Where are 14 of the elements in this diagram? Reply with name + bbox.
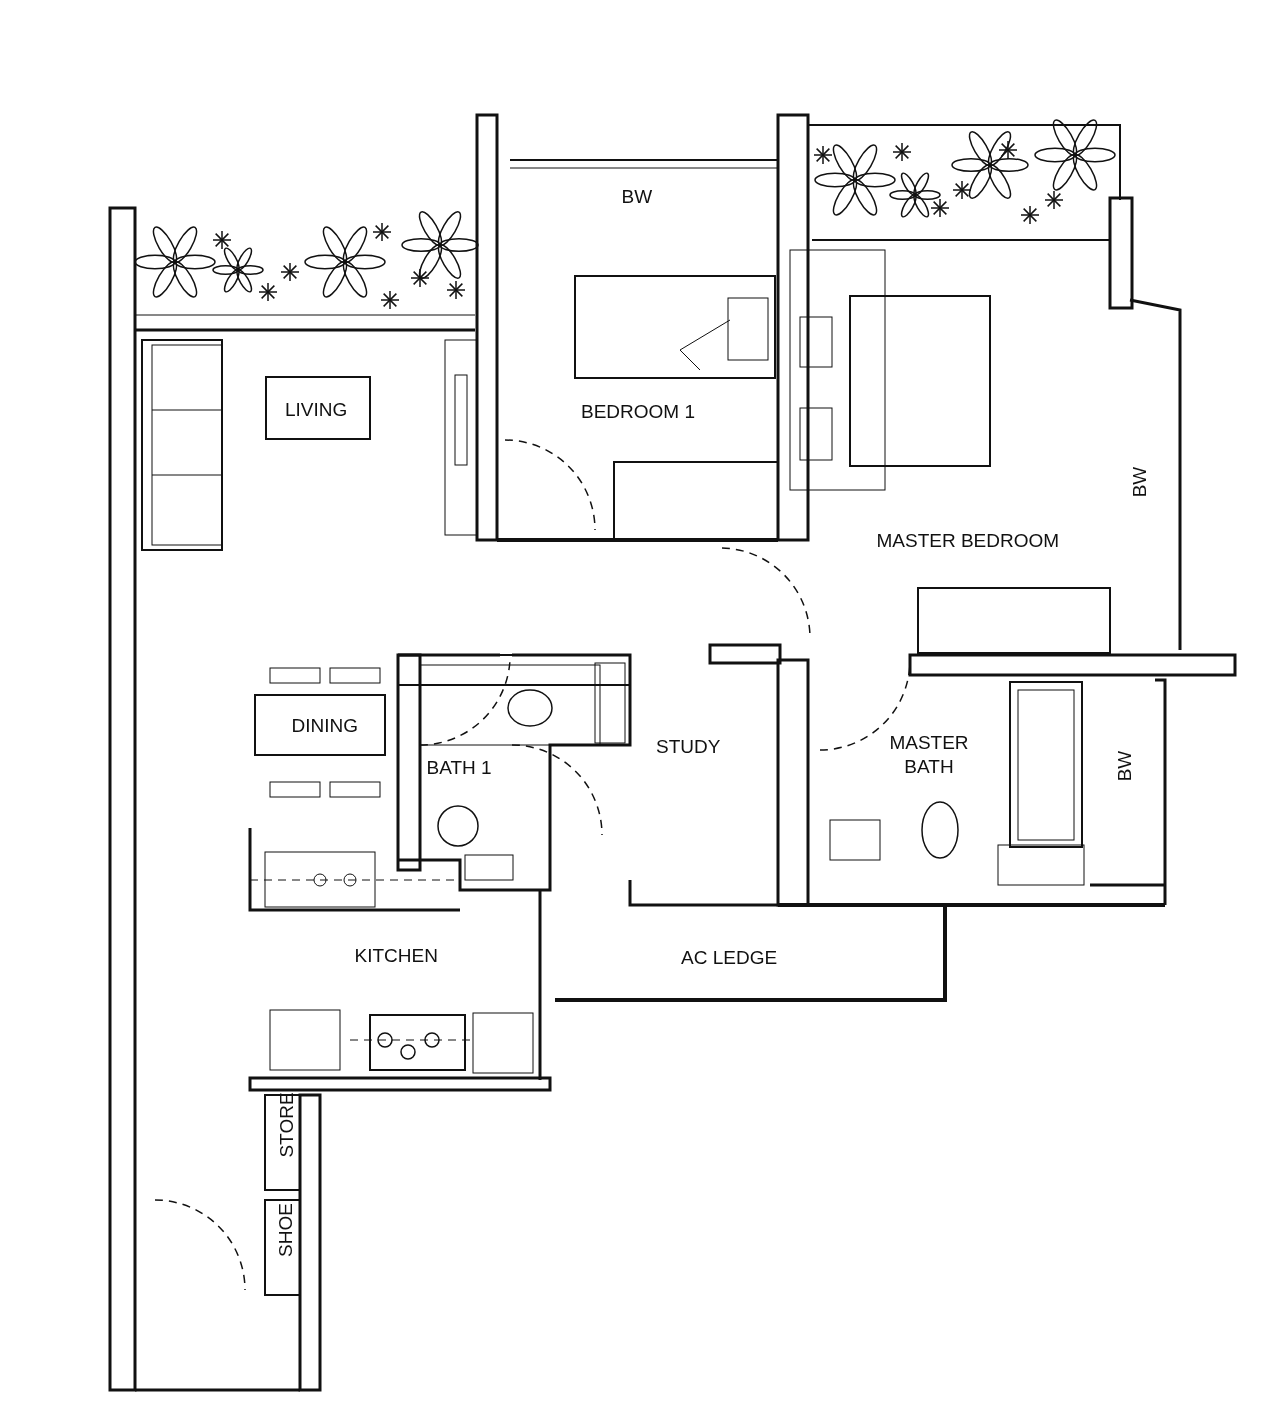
- room-label: BW: [1112, 750, 1136, 782]
- room-label: LIVING: [285, 398, 348, 422]
- room-label: MASTER BEDROOM: [876, 529, 1060, 553]
- room-label: BEDROOM 1: [581, 400, 696, 424]
- room-label: AC LEDGE: [681, 946, 778, 970]
- room-label: SHOE: [273, 1203, 297, 1257]
- room-label: STUDY: [656, 735, 721, 759]
- room-label: BATH 1: [426, 756, 492, 780]
- room-label: KITCHEN: [354, 944, 438, 968]
- room-label: STORE: [274, 1092, 298, 1158]
- room-label: BW: [1127, 466, 1151, 498]
- room-label: DINING: [291, 714, 358, 738]
- room-label: MASTER BATH: [888, 731, 970, 779]
- room-label: BW: [621, 185, 653, 209]
